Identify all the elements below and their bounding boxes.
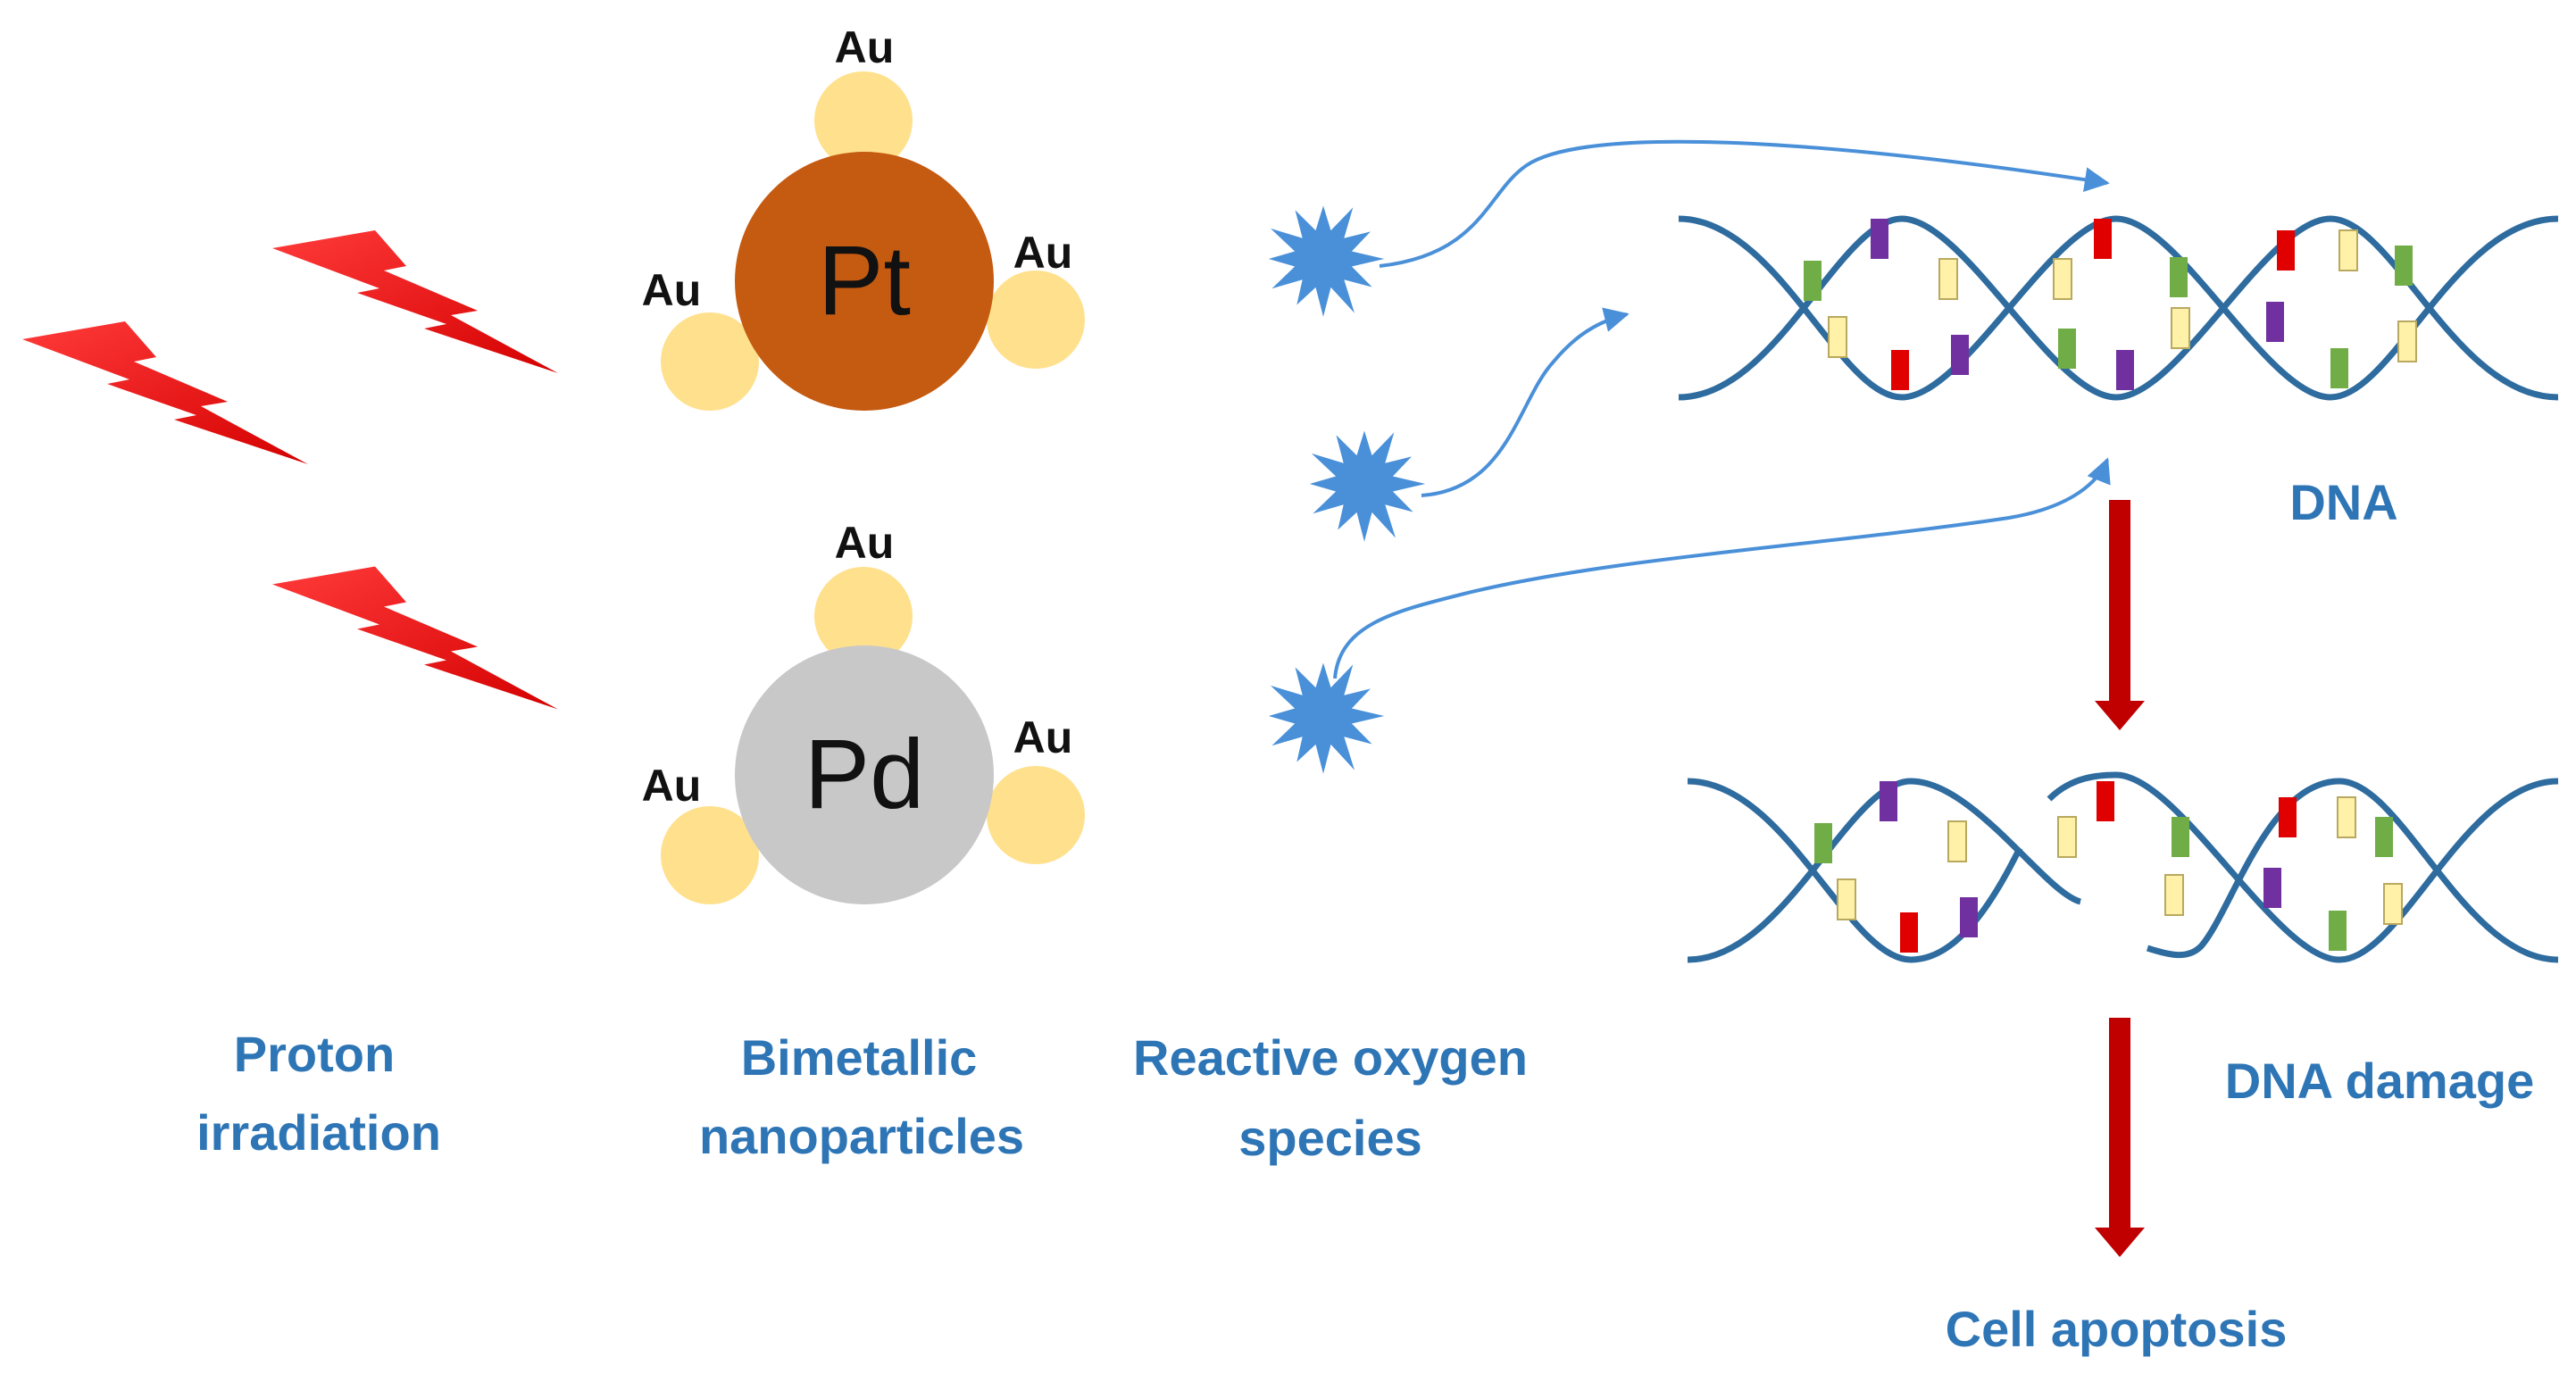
dna-label: DNA (2289, 474, 2397, 530)
au-label: Au (835, 22, 895, 72)
damaged-dna-helix (1687, 771, 2559, 963)
lightning-bolt-icon (272, 230, 558, 373)
base-pair (2053, 258, 2072, 300)
base-pair (1900, 912, 1918, 953)
base-pair (2329, 911, 2347, 951)
base-pair (2171, 307, 2190, 349)
base-pair (2094, 219, 2112, 259)
au-label: Au (1013, 712, 1073, 762)
lightning-bolt-icon (272, 566, 558, 710)
dna-strand (1687, 778, 2023, 963)
au-particle (661, 312, 759, 411)
pt-au-nanoparticle: Pt Au Au Au (642, 22, 1085, 411)
base-pair (2277, 230, 2295, 271)
au-particle (661, 806, 759, 904)
bimetallic-nanoparticles-label: Bimetallic (741, 1029, 978, 1086)
au-label: Au (1013, 228, 1073, 278)
base-pair (2383, 883, 2403, 925)
au-particle (814, 71, 913, 170)
base-pair (1880, 781, 1897, 821)
base-pair (2097, 781, 2114, 821)
au-label: Au (835, 518, 895, 568)
base-pair (2172, 817, 2189, 857)
base-pair (2330, 348, 2348, 388)
base-pair (2397, 321, 2417, 362)
base-pair (2279, 797, 2297, 837)
base-pair (1837, 878, 1856, 920)
au-particle (814, 567, 913, 665)
cell-apoptosis-label: Cell apoptosis (1946, 1301, 2288, 1357)
dna-damage-label: DNA damage (2225, 1053, 2534, 1109)
down-arrow (2095, 500, 2145, 730)
base-pair (1828, 316, 1847, 358)
dna-strand (1687, 778, 2082, 963)
pd-au-nanoparticle: Pd Au Au Au (642, 518, 1085, 904)
starburst-icon (1268, 205, 1385, 317)
dna-strand (1678, 215, 2559, 401)
pt-core (735, 152, 994, 411)
base-pair (2375, 817, 2393, 857)
base-pair (1871, 219, 1888, 259)
base-pair (2337, 796, 2356, 838)
base-pair (2058, 329, 2076, 369)
pd-core (735, 645, 994, 904)
base-pair (2057, 816, 2077, 858)
base-pair (2170, 257, 2188, 297)
starburst-icon (1309, 430, 1426, 542)
dna-helix (1678, 215, 2559, 401)
base-pair (1804, 261, 1822, 301)
base-pair (1960, 897, 1978, 937)
base-pair (1891, 350, 1909, 390)
ros-arrow (1421, 307, 1630, 497)
dna-strand (2146, 778, 2559, 963)
base-pair (2263, 868, 2281, 908)
base-pair (2266, 302, 2284, 342)
base-pair (2338, 229, 2358, 271)
dna-strand (2047, 771, 2559, 963)
base-pair (2395, 246, 2413, 286)
lightning-bolt-icon (22, 321, 308, 464)
proton-irradiation-label: Proton (234, 1026, 395, 1082)
ros-arrow (1333, 457, 2111, 679)
proton-irradiation-label: irradiation (196, 1104, 441, 1161)
base-pair (1947, 820, 1967, 862)
au-particle (987, 766, 1085, 864)
au-label: Au (642, 761, 702, 811)
au-label: Au (642, 265, 702, 315)
base-pair (1814, 823, 1832, 863)
down-arrow (2095, 1018, 2145, 1257)
bimetallic-nanoparticles-label: nanoparticles (699, 1108, 1024, 1164)
base-pair (1951, 335, 1969, 375)
pt-core-label: Pt (818, 226, 911, 336)
base-pair (1938, 258, 1958, 300)
ros-label: species (1238, 1110, 1422, 1166)
ros-arrow (1379, 139, 2110, 268)
starburst-icon (1268, 662, 1385, 774)
base-pair (2164, 874, 2184, 916)
pd-core-label: Pd (804, 720, 925, 829)
base-pair (2116, 350, 2134, 390)
au-particle (987, 271, 1085, 369)
ros-label: Reactive oxygen (1133, 1029, 1528, 1086)
